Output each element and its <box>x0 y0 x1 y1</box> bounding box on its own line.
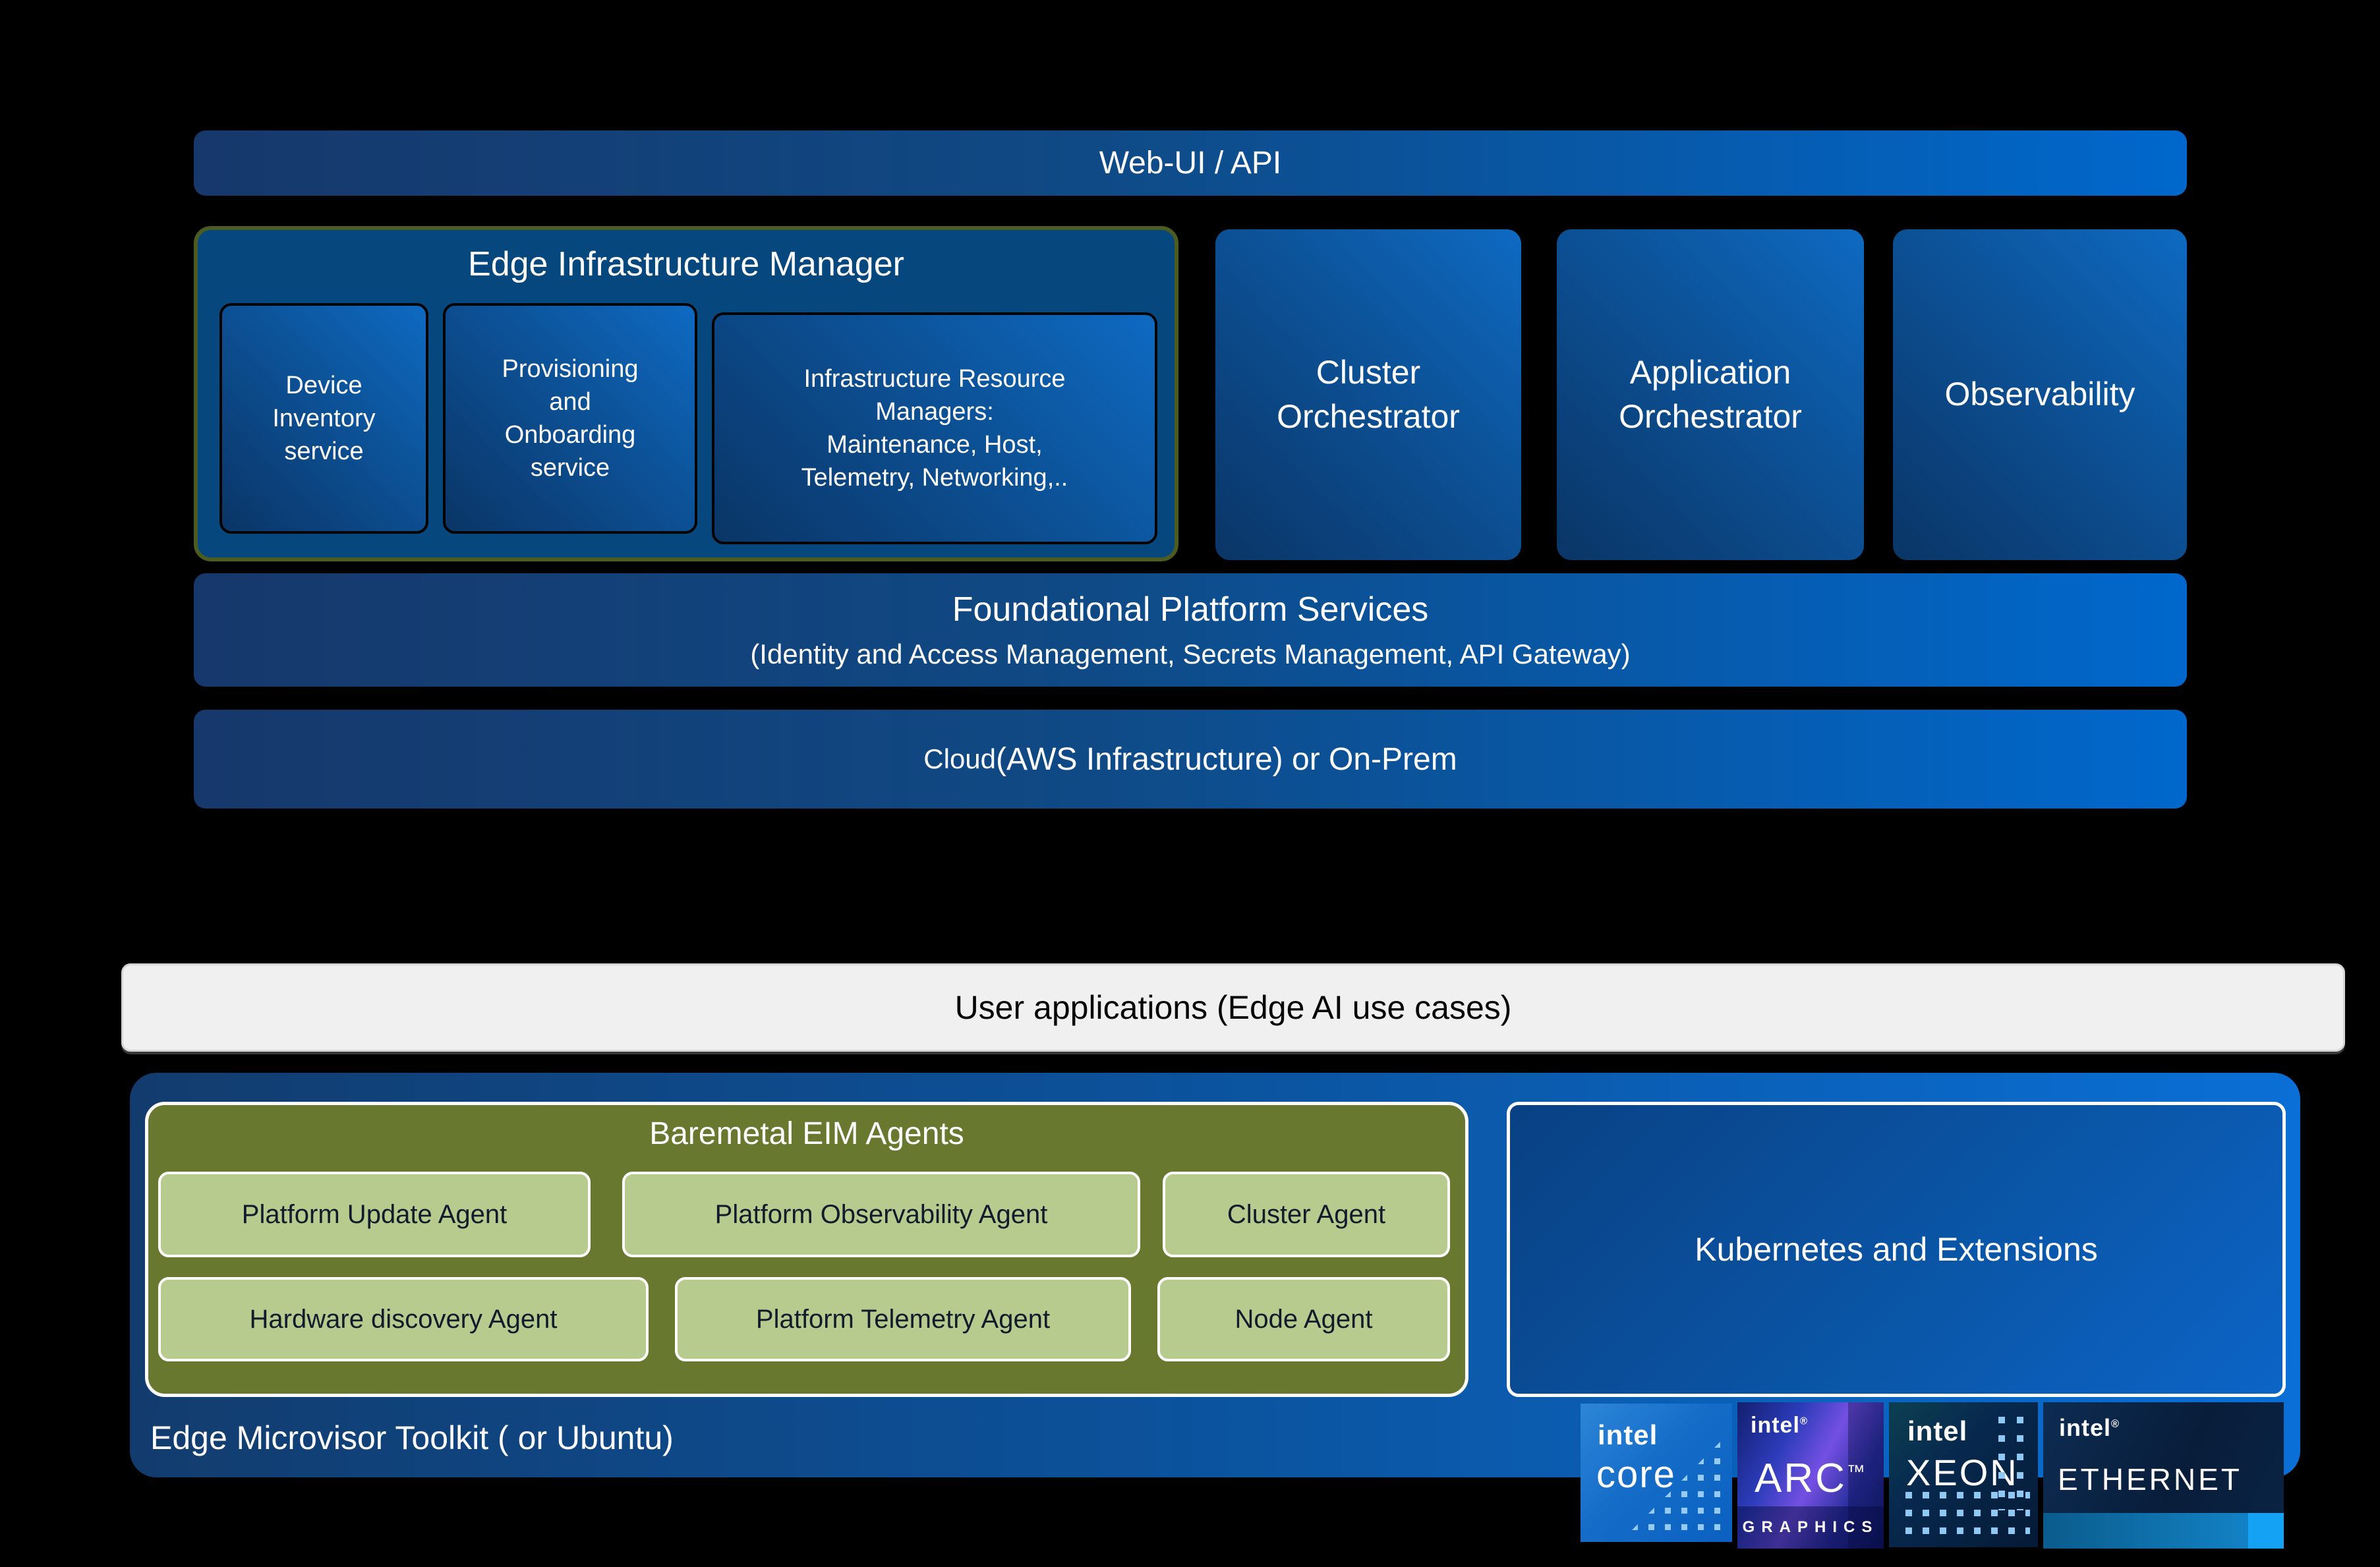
observability-box: Observability <box>1893 229 2187 560</box>
infrastructure-resource-managers-box: Infrastructure Resource Managers: Mainte… <box>712 312 1157 544</box>
foundational-platform-services-bar: Foundational Platform Services (Identity… <box>194 573 2187 687</box>
ethernet-label: ETHERNET <box>2058 1462 2242 1496</box>
core-label: core <box>1596 1453 1676 1496</box>
foundational-subtitle: (Identity and Access Management, Secrets… <box>750 639 1631 670</box>
intel-logo: intel® <box>2059 1414 2120 1441</box>
webui-api-label: Web-UI / API <box>1099 146 1282 181</box>
ethernet-accent-square <box>2248 1513 2284 1549</box>
intel-logo: intel® <box>1751 1413 1809 1438</box>
edge-microvisor-toolkit-label: Edge Microvisor Toolkit ( or Ubuntu) <box>150 1419 674 1456</box>
provisioning-onboarding-service-box: Provisioning and Onboarding service <box>443 303 697 534</box>
platform-observability-agent-box: Platform Observability Agent <box>622 1172 1140 1257</box>
platform-update-agent-box: Platform Update Agent <box>158 1172 591 1257</box>
cluster-orchestrator-box: Cluster Orchestrator <box>1215 229 1521 560</box>
intel-logo: intel <box>1598 1419 1658 1450</box>
dot-matrix-icon <box>1627 1437 1726 1535</box>
arc-side-strip <box>1848 1402 1884 1549</box>
arc-label: ARC™ <box>1755 1456 1867 1501</box>
intel-xeon-badge: intel XEON <box>1889 1402 2038 1547</box>
intel-ethernet-badge: intel® ETHERNET <box>2043 1402 2284 1549</box>
intel-logo: intel <box>1907 1415 1968 1446</box>
dot-rows-icon <box>1901 1487 2030 1539</box>
cloud-label-rest: (AWS Infrastructure) or On-Prem <box>996 741 1457 777</box>
arc-graphics-label: GRAPHICS <box>1737 1506 1884 1549</box>
user-applications-bar: User applications (Edge AI use cases) <box>121 963 2345 1052</box>
cloud-onprem-bar: Cloud (AWS Infrastructure) or On-Prem <box>194 710 2187 809</box>
foundational-title: Foundational Platform Services <box>952 590 1429 629</box>
cloud-label-prefix: Cloud <box>923 743 997 774</box>
device-inventory-service-box: Device Inventory service <box>219 303 428 534</box>
webui-api-bar: Web-UI / API <box>194 130 2187 196</box>
kubernetes-extensions-box: Kubernetes and Extensions <box>1507 1102 2286 1397</box>
intel-arc-badge: intel® ARC™ GRAPHICS <box>1737 1402 1884 1549</box>
ethernet-bottom-strip <box>2043 1513 2284 1549</box>
hardware-discovery-agent-box: Hardware discovery Agent <box>158 1277 649 1361</box>
application-orchestrator-box: Application Orchestrator <box>1557 229 1864 560</box>
intel-core-badge: intel core <box>1581 1404 1732 1542</box>
node-agent-box: Node Agent <box>1157 1277 1450 1361</box>
eim-title: Edge Infrastructure Manager <box>468 245 904 283</box>
platform-telemetry-agent-box: Platform Telemetry Agent <box>675 1277 1131 1361</box>
cluster-agent-box: Cluster Agent <box>1163 1172 1450 1257</box>
user-applications-label: User applications (Edge AI use cases) <box>954 989 1512 1026</box>
baremetal-title: Baremetal EIM Agents <box>649 1116 964 1151</box>
